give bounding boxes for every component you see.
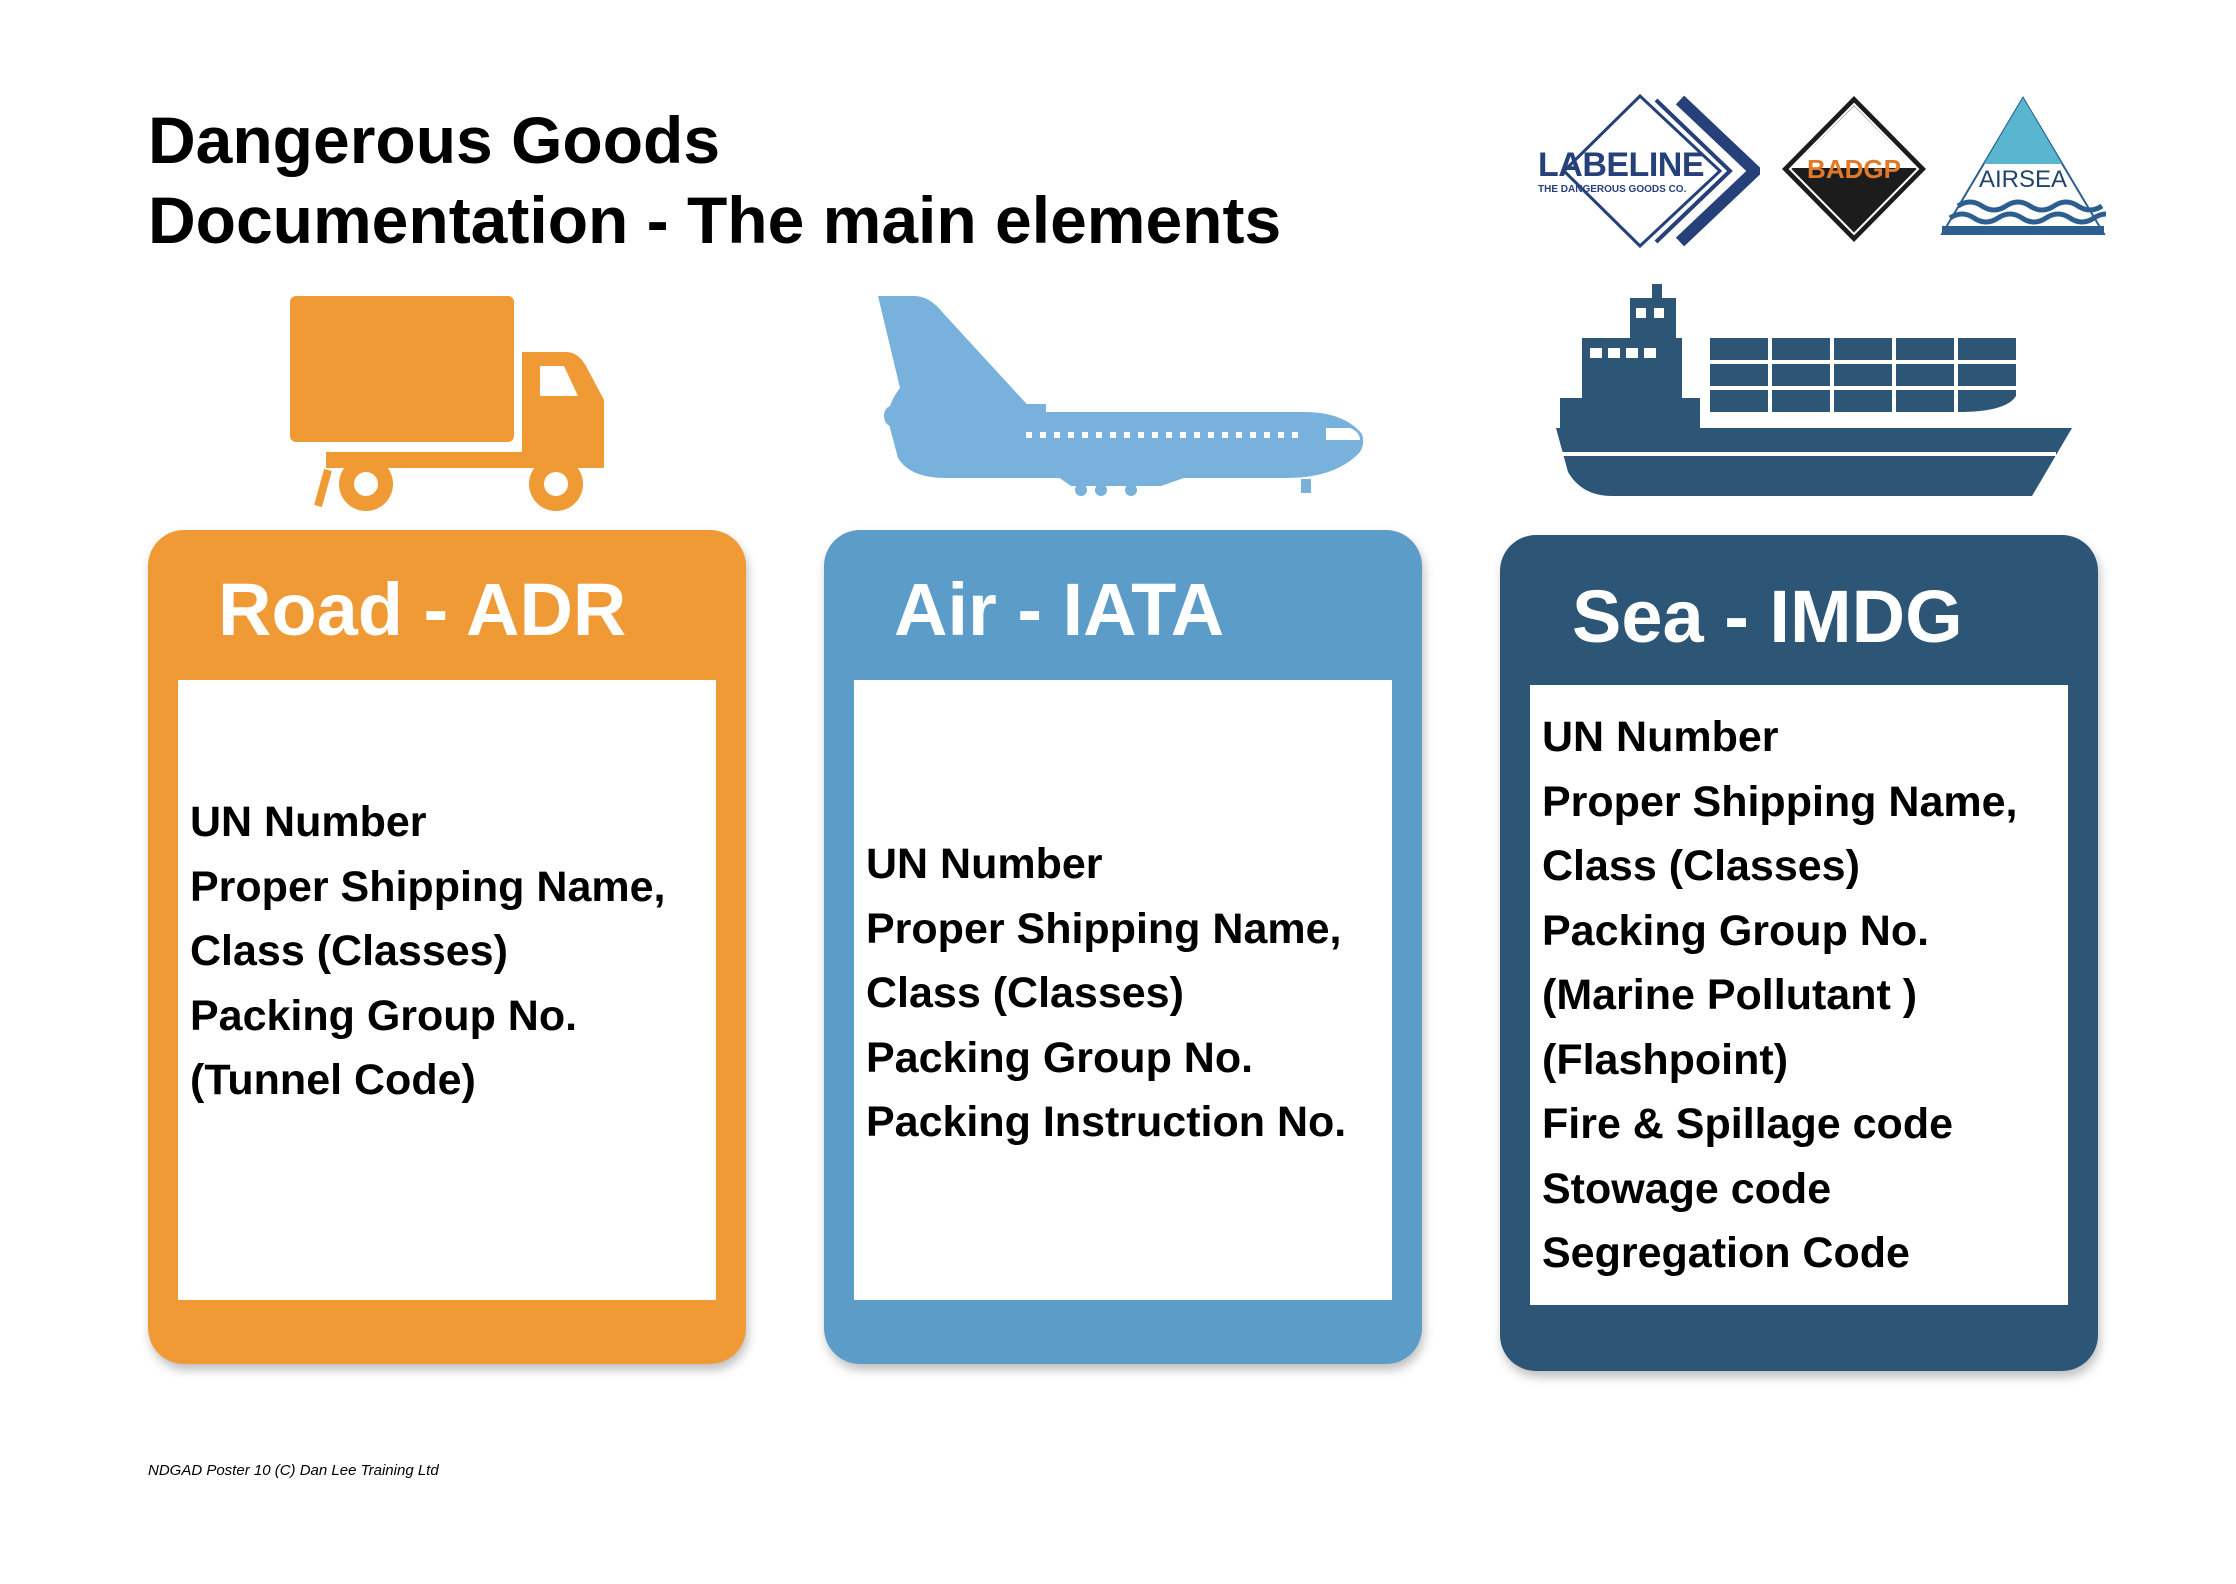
title-line-2: Documentation - The main elements: [148, 183, 1282, 257]
card-road-title: Road - ADR: [218, 568, 627, 651]
title-line-1: Dangerous Goods: [148, 103, 721, 177]
card-road-list: UN Number Proper Shipping Name, Class (C…: [190, 790, 665, 1113]
list-item: Class (Classes): [866, 969, 1184, 1017]
logo-row: LABELINE THE DANGEROUS GOODS CO. BADGP A…: [1530, 92, 2120, 250]
card-air-panel: UN Number Proper Shipping Name, Class (C…: [854, 680, 1392, 1300]
airsea-logo-text: AIRSEA: [1978, 166, 2068, 193]
card-air-iata: Air - IATA UN Number Proper Shipping Nam…: [824, 530, 1422, 1364]
card-road-panel: UN Number Proper Shipping Name, Class (C…: [178, 680, 716, 1300]
list-item: Proper Shipping Name,: [190, 862, 666, 911]
card-sea-imdg: Sea - IMDG UN Number Proper Shipping Nam…: [1500, 535, 2098, 1371]
list-item: (Marine Pollutant ): [1542, 971, 1918, 1019]
truck-icon: [286, 292, 606, 512]
labeline-logo-text: LABELINE: [1538, 146, 1705, 184]
list-item: UN Number: [866, 840, 1103, 888]
card-sea-title: Sea - IMDG: [1572, 575, 1963, 658]
list-item: Packing Group No.: [1542, 906, 1930, 955]
airsea-logo: AIRSEA: [1940, 94, 2120, 244]
list-item: Proper Shipping Name,: [1542, 777, 2018, 826]
list-item: Packing Group No.: [866, 1033, 1254, 1082]
card-sea-list: UN Number Proper Shipping Name, Class (C…: [1542, 705, 2017, 1286]
list-item: Fire & Spillage code: [1542, 1100, 1953, 1148]
list-item: Class (Classes): [1542, 842, 1860, 890]
labeline-chevron-icon: [1561, 93, 1764, 249]
list-item: Stowage code: [1542, 1164, 1832, 1213]
labeline-logo: LABELINE THE DANGEROUS GOODS CO.: [1530, 92, 1764, 250]
badgp-logo-text: BADGP: [1807, 154, 1901, 184]
card-road-adr: Road - ADR UN Number Proper Shipping Nam…: [148, 530, 746, 1364]
labeline-logo-subtext: THE DANGEROUS GOODS CO.: [1538, 184, 1687, 195]
badgp-diamond-icon: [1782, 96, 1926, 242]
list-item: UN Number: [190, 798, 427, 846]
list-item: (Flashpoint): [1542, 1035, 1789, 1084]
list-item: Segregation Code: [1542, 1229, 1910, 1277]
list-item: UN Number: [1542, 713, 1779, 761]
footer-copyright: NDGAD Poster 10 (C) Dan Lee Training Ltd: [148, 1462, 439, 1479]
list-item: Proper Shipping Name,: [866, 904, 1342, 953]
page-title: Dangerous Goods Documentation - The main…: [148, 100, 1281, 260]
badgp-logo: BADGP: [1780, 94, 1928, 244]
airsea-triangle-icon: [1940, 96, 2120, 235]
list-item: (Tunnel Code): [190, 1056, 476, 1104]
list-item: Packing Group No.: [190, 991, 578, 1040]
card-air-title: Air - IATA: [894, 568, 1225, 651]
card-sea-panel: UN Number Proper Shipping Name, Class (C…: [1530, 685, 2068, 1305]
container-ship-icon: [1556, 284, 2076, 496]
airplane-icon: [876, 294, 1366, 498]
card-air-list: UN Number Proper Shipping Name, Class (C…: [866, 832, 1346, 1155]
list-item: Packing Instruction No.: [866, 1098, 1347, 1146]
list-item: Class (Classes): [190, 927, 508, 975]
